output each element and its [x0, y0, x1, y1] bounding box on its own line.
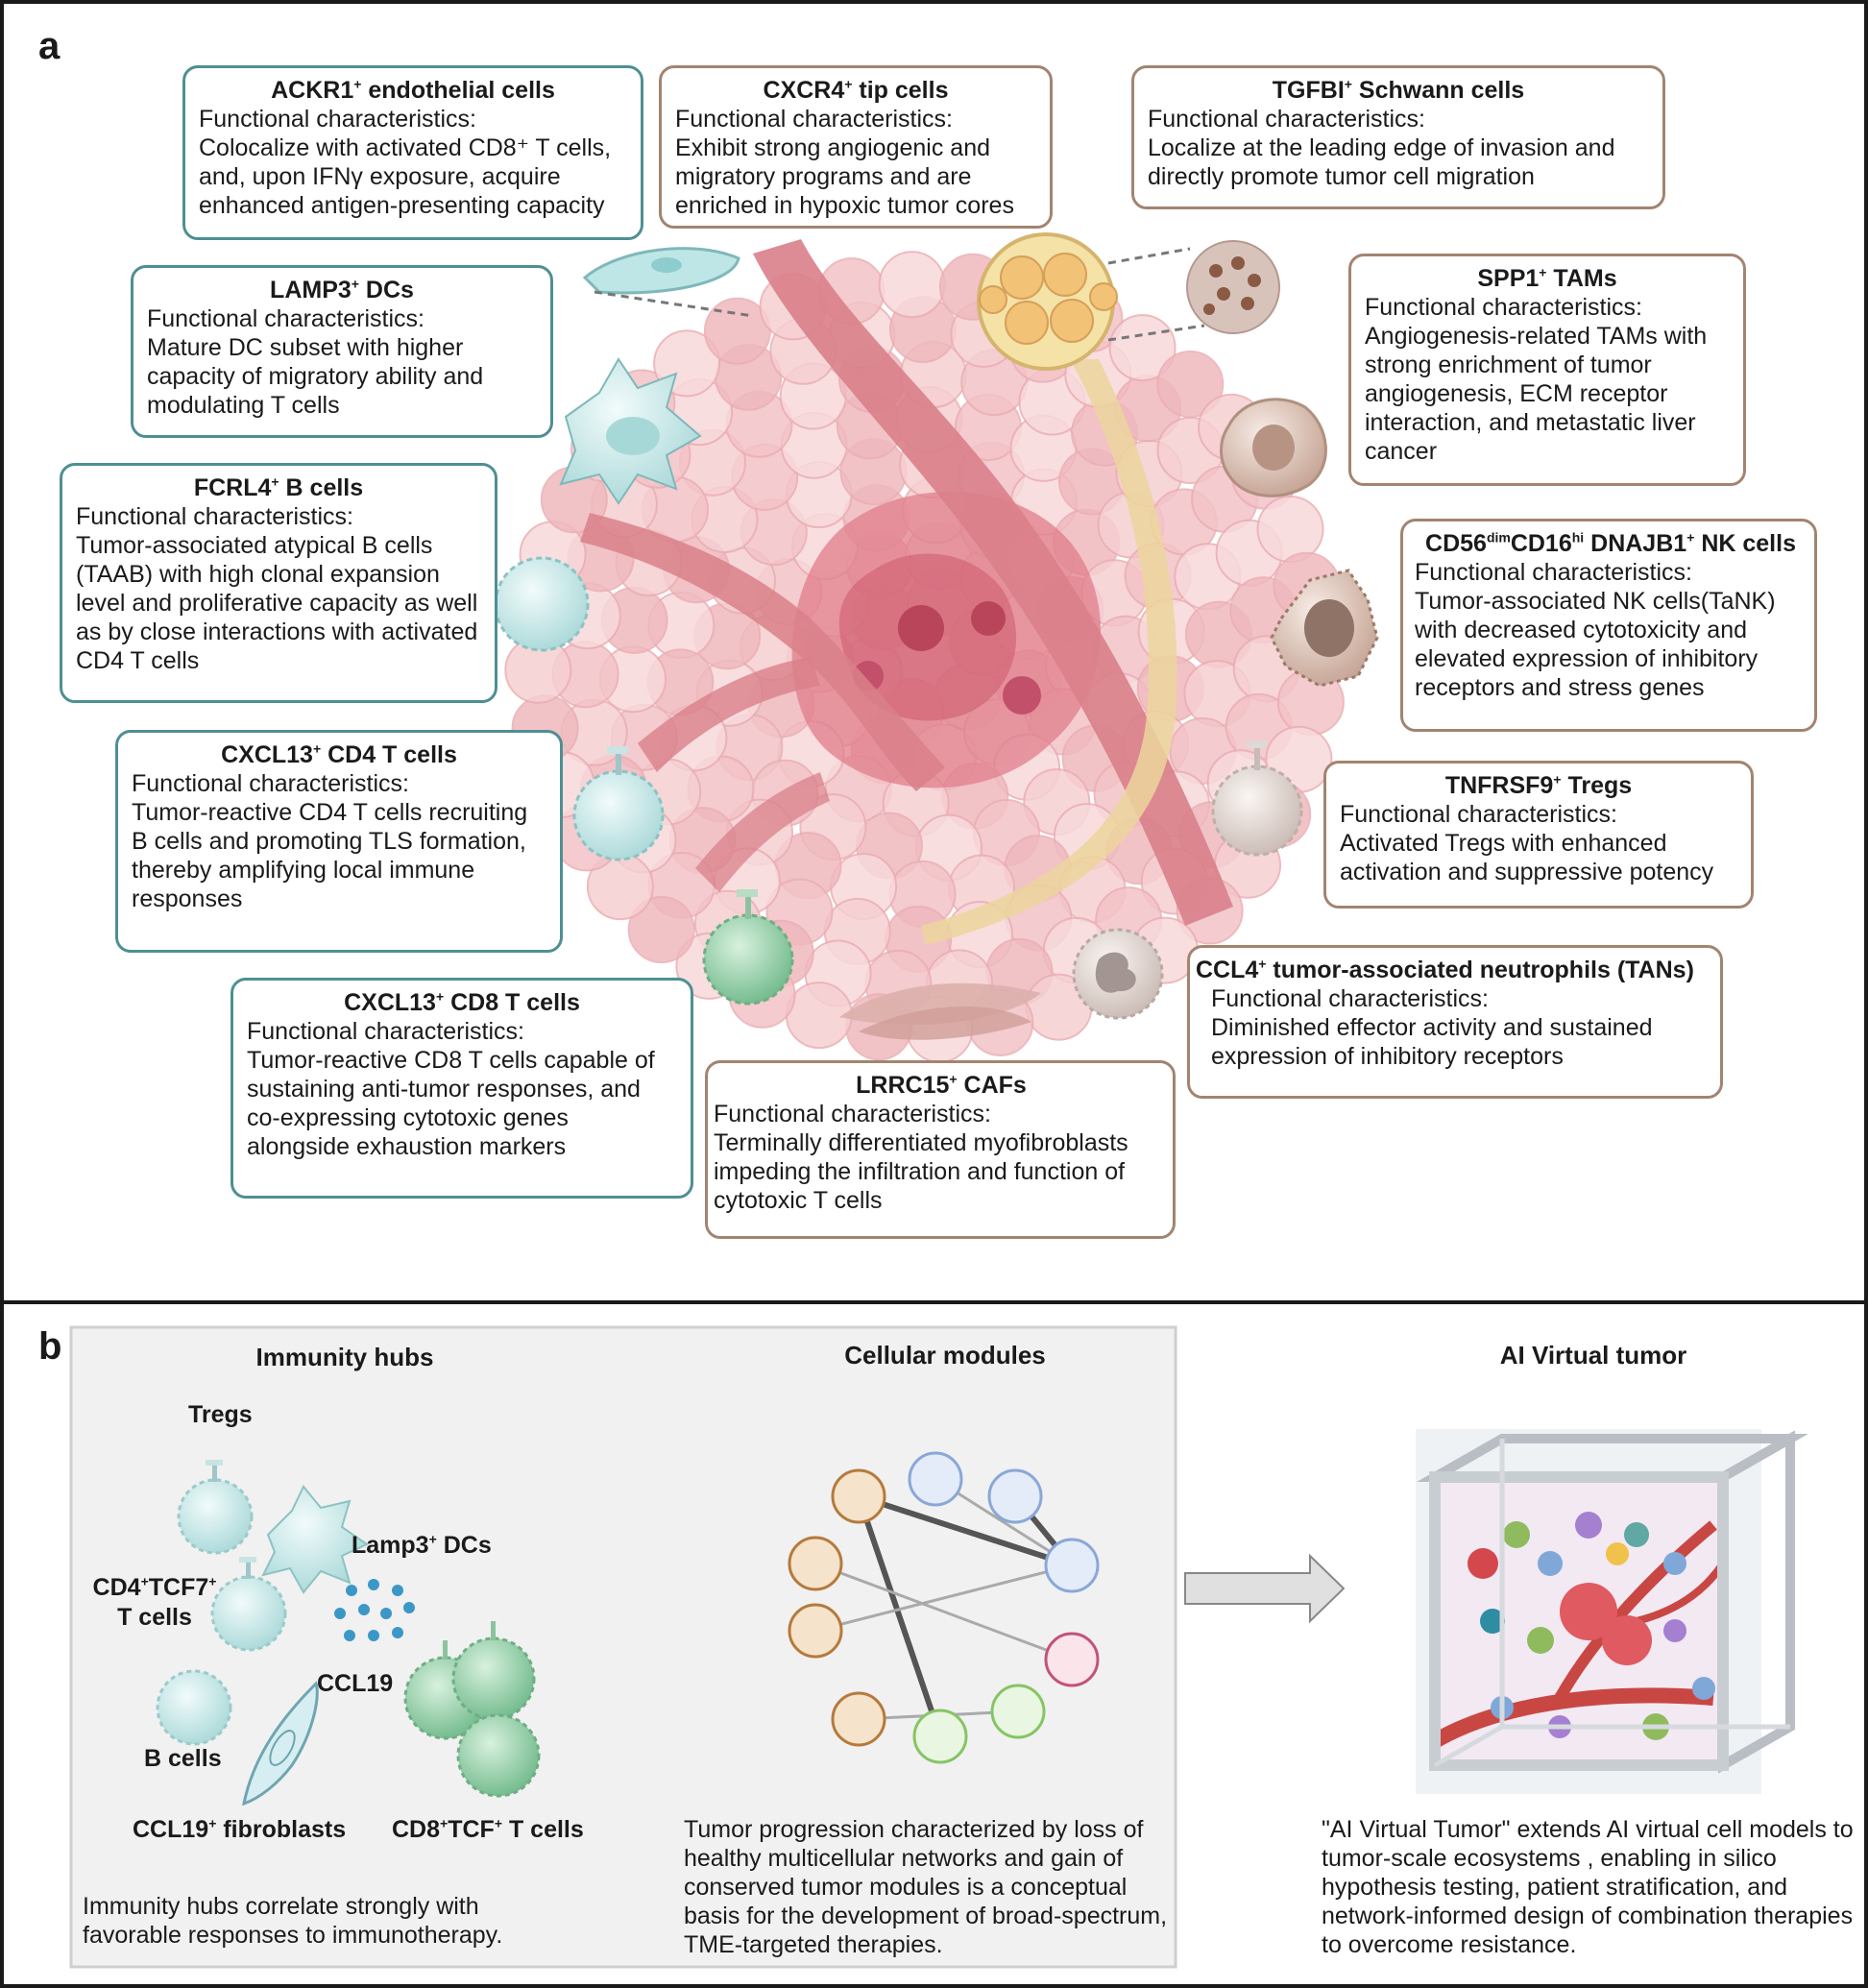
box-description: Tumor-associated atypical B cells (TAAB)… [76, 532, 478, 674]
tumor-cell [1108, 314, 1177, 382]
label-tregs: Tregs [188, 1401, 253, 1428]
panel-b-label: b [38, 1325, 62, 1368]
ai-virtual-tumor-caption: "AI Virtual Tumor" extends AI virtual ce… [1322, 1816, 1854, 1958]
label-lamp3-dcs: Lamp3+ DCs [352, 1531, 492, 1559]
label-cd4-tcf7-t-cells: CD4+TCF7+T cells [92, 1573, 217, 1631]
box-fc-label: Functional characteristics: [76, 503, 354, 530]
nk-cell-icon [1270, 569, 1379, 688]
box-title: TGFBI+ Schwann cells [1272, 76, 1525, 104]
endothelial-cell-icon [582, 247, 754, 318]
neutrophil-icon [1072, 928, 1164, 1020]
panel-a-label: a [38, 25, 61, 67]
box-fc-label: Functional characteristics: [675, 106, 954, 133]
box-title: CXCL13+ CD8 T cells [344, 988, 580, 1016]
box-title: LRRC15+ CAFs [856, 1071, 1027, 1099]
right-arrow-icon [1184, 1553, 1346, 1624]
immunity-hubs-title: Immunity hubs [255, 1343, 434, 1371]
box-fc-label: Functional characteristics: [132, 770, 410, 797]
box-title: ACKR1+ endothelial cells [271, 76, 555, 104]
tumor-microenvironment-illustration [494, 232, 1379, 1063]
tam-macrophage-icon [1220, 398, 1327, 497]
label-ccl19: CCL19 [317, 1670, 394, 1697]
nerve-bundle [921, 232, 1280, 945]
box-fc-label: Functional characteristics: [1148, 106, 1426, 133]
box-fcrl4-b-cells: FCRL4+ B cells Functional characteristic… [60, 463, 497, 703]
blood-vessel [580, 239, 1233, 926]
box-title: CCL4+ tumor-associated neutrophils (TANs… [1196, 956, 1694, 983]
box-fc-label: Functional characteristics: [1365, 294, 1643, 321]
cellular-module-network [788, 1451, 1100, 1764]
label-cd8-tcf-t-cells: CD8+TCF+ T cells [392, 1815, 584, 1843]
box-spp1-tams: SPP1+ TAMs Functional characteristics: A… [1348, 254, 1746, 486]
box-tgfbi-schwann: TGFBI+ Schwann cells Functional characte… [1131, 65, 1665, 209]
box-fc-label: Functional characteristics: [247, 1018, 525, 1045]
box-cxcl13-cd4-t-cells: CXCL13+ CD4 T cells Functional character… [115, 730, 563, 953]
treg-cell-icon [1211, 740, 1303, 857]
tumor-cell [1156, 351, 1225, 418]
box-title: LAMP3+ DCs [270, 276, 414, 303]
box-description: Tumor-reactive CD8 T cells capable of su… [247, 1047, 655, 1160]
box-cxcr4-tip-cells: CXCR4+ tip cells Functional characterist… [659, 65, 1053, 229]
label-b-cells: B cells [144, 1745, 222, 1772]
cellular-modules-caption: Tumor progression characterized by loss … [684, 1816, 1168, 1958]
box-description: Exhibit strong angiogenic and migratory … [675, 134, 1014, 219]
ai-virtual-tumor-cube [1416, 1429, 1808, 1794]
box-fc-label: Functional characteristics: [1340, 801, 1618, 828]
cellular-modules-title: Cellular modules [844, 1341, 1046, 1370]
box-title: SPP1+ TAMs [1477, 264, 1617, 292]
tumor-cell [627, 896, 695, 963]
b-cell-icon [494, 556, 590, 652]
ccl19-chemokine-dots [334, 1579, 415, 1641]
panel-b: b [0, 1300, 1868, 1988]
panel-a: a [0, 0, 1868, 1304]
box-fc-label: Functional characteristics: [1211, 985, 1490, 1012]
box-cxcl13-cd8-t-cells: CXCL13+ CD8 T cells Functional character… [230, 978, 693, 1199]
caf-fibroblast-icon [839, 982, 1041, 1040]
box-fc-label: Functional characteristics: [714, 1101, 992, 1127]
panel-b-illustration [69, 1325, 1808, 1969]
box-title: FCRL4+ B cells [193, 473, 364, 501]
box-description: Tumor-associated NK cells(TaNK) with dec… [1415, 588, 1776, 701]
box-description: Terminally differentiated myofibroblasts… [714, 1129, 1128, 1214]
box-fc-label: Functional characteristics: [1415, 559, 1693, 586]
box-description: Diminished effector activity and sustain… [1211, 1014, 1653, 1070]
dendritic-cell-icon [559, 357, 702, 505]
immunity-hubs-caption: Immunity hubs correlate strongly with fa… [83, 1893, 503, 1949]
box-description: Angiogenesis-related TAMs with strong en… [1365, 323, 1708, 465]
box-cd56dim-nk-cells: CD56dimCD16hi DNAJB1+ NK cells Functiona… [1400, 519, 1817, 732]
cd4-t-cell-icon [572, 746, 665, 861]
box-title: CD56dimCD16hi DNAJB1+ NK cells [1425, 529, 1796, 557]
box-fc-label: Functional characteristics: [199, 106, 477, 133]
ai-virtual-tumor-title: AI Virtual tumor [1499, 1341, 1687, 1370]
tumor-cell [785, 982, 853, 1050]
box-ccl4-tans: CCL4+ tumor-associated neutrophils (TANs… [1187, 945, 1723, 1099]
box-fc-label: Functional characteristics: [147, 305, 425, 332]
box-title: CXCL13+ CD4 T cells [221, 740, 457, 768]
box-lamp3-dcs: LAMP3+ DCs Functional characteristics: M… [131, 265, 553, 438]
box-title: TNFRSF9+ Tregs [1444, 771, 1633, 799]
box-ackr1-endothelial: ACKR1+ endothelial cells Functional char… [182, 65, 643, 240]
tumor-cell [1256, 496, 1324, 563]
box-description: Colocalize with activated CD8⁺ T cells, … [199, 134, 612, 219]
cd8-t-cell-icon [702, 889, 794, 1006]
box-tnfrsf9-tregs: TNFRSF9+ Tregs Functional characteristic… [1323, 761, 1754, 909]
tumor-cell [878, 251, 946, 319]
label-ccl19-fibroblasts: CCL19+ fibroblasts [133, 1815, 347, 1843]
box-description: Localize at the leading edge of invasion… [1148, 134, 1615, 190]
box-description: Tumor-reactive CD4 T cells recruiting B … [132, 799, 528, 912]
box-description: Mature DC subset with higher capacity of… [147, 334, 484, 419]
box-title: CXCR4+ tip cells [763, 76, 949, 104]
box-description: Activated Tregs with enhanced activation… [1340, 830, 1714, 885]
box-lrrc15-cafs: LRRC15+ CAFs Functional characteristics:… [705, 1060, 1176, 1239]
immunity-hub-cells [156, 1460, 541, 1806]
